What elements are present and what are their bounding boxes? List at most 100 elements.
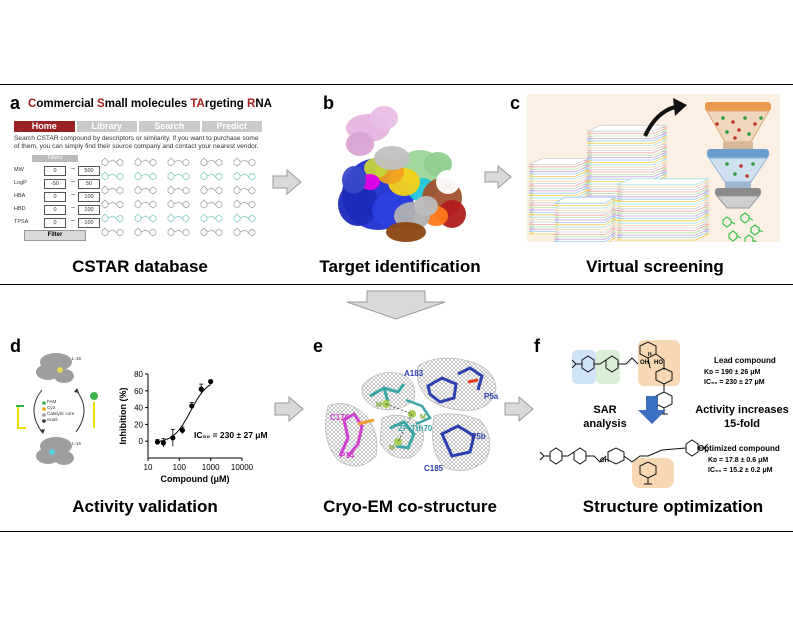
h-label: H [648, 352, 652, 358]
title-part: R [247, 98, 256, 110]
legend-exotil: exotil [47, 417, 58, 422]
filter-row-mw: MW 0 ~ 500 [14, 166, 104, 176]
arrow-right-icon [274, 396, 304, 422]
filter-row-hba: HBA 0 ~ 100 [14, 192, 104, 202]
caption-c: Virtual screening [586, 257, 724, 276]
tab-library[interactable]: Library [76, 121, 137, 132]
oh-label-3: OH [600, 458, 609, 464]
cstar-intro: Search CSTAR compound by descriptors or … [14, 135, 259, 150]
ribozyme-top [36, 353, 74, 383]
fit-curve [157, 384, 211, 443]
filter-label: HBD [14, 206, 26, 212]
filter-max-input[interactable]: 100 [78, 205, 100, 215]
lead-ic50: IC₅₀ = 230 ± 27 μM [704, 379, 765, 386]
panel-letter-d: d [10, 336, 21, 356]
y-axis-label: Inhibition (%) [118, 388, 128, 445]
tab-predict[interactable]: Predict [201, 121, 262, 132]
label-p5a: P5a [484, 392, 499, 401]
label-mg-2: M [420, 414, 426, 421]
label-top: L-16 [72, 356, 82, 361]
data-point [160, 440, 166, 446]
range-tilde: ~ [71, 179, 76, 186]
panel-letter-b: b [323, 93, 334, 113]
data-point [189, 403, 195, 409]
caption-e: Cryo-EM co-structure [323, 497, 497, 516]
filter-button[interactable]: Filter [24, 230, 86, 241]
filter-max-input[interactable]: 500 [78, 166, 100, 176]
x-tick-label: 10000 [231, 463, 254, 472]
range-tilde: ~ [71, 205, 76, 212]
arrow-right-icon [484, 165, 512, 189]
optimized-kd: Kᴅ = 17.8 ± 0.6 μM [708, 457, 769, 464]
filter-label: LogP [14, 180, 27, 186]
data-point [170, 435, 176, 441]
label-a183: A183 [404, 369, 424, 378]
cryo-em-density [325, 357, 497, 472]
filter-row-tpsa: TPSA 0 ~ 100 [14, 218, 104, 228]
oh-label-2: HO [654, 360, 663, 366]
cstar-tabs: Home Library Search Predict [14, 121, 262, 132]
title-part: mall molecules [104, 98, 191, 110]
label-zp-tth70: ZP-Tth70 [398, 424, 433, 433]
filter-min-input[interactable]: 0 [44, 166, 66, 176]
sar-line-1: SAR [593, 404, 617, 416]
ribozyme-bottom [36, 437, 74, 465]
filters-header: Filters [32, 155, 78, 162]
label-mg-1: M [376, 402, 382, 409]
range-tilde: ~ [71, 218, 76, 225]
title-part: TA [190, 98, 205, 110]
label-p5b: P5b [471, 432, 486, 441]
x-axis-label: Compound (μM) [161, 474, 230, 484]
tab-home[interactable]: Home [14, 121, 75, 132]
y-tick-label: 20 [134, 420, 143, 429]
y-tick-label: 60 [134, 387, 143, 396]
legend-catalytic-core: Catalytic core [47, 411, 75, 416]
filter-max-input[interactable]: 100 [78, 218, 100, 228]
filter-max-input[interactable]: 50 [78, 179, 100, 189]
tab-search[interactable]: Search [139, 121, 200, 132]
middle-rule [0, 284, 793, 285]
title-part: ommercial [36, 98, 98, 110]
caption-d: Activity validation [72, 497, 218, 516]
cstar-title: Commercial Small molecules TArgeting RNA [28, 98, 272, 110]
ic50-annotation: IC₅₀ = 230 ± 27 μM [194, 430, 268, 440]
lead-kd: Kᴅ = 190 ± 26 μM [704, 369, 761, 376]
bottom-rule [0, 531, 793, 532]
x-tick-label: 100 [173, 463, 187, 472]
title-part: rgeting [204, 98, 248, 110]
activity-line-1: Activity increases [695, 404, 789, 416]
label-c170: C170 [330, 413, 350, 422]
down-arrow-icon [638, 396, 666, 424]
sar-line-2: analysis [583, 418, 627, 430]
y-tick-label: 80 [134, 370, 143, 379]
activity-line-2: 15-fold [723, 418, 761, 430]
filter-min-input[interactable]: -50 [44, 179, 66, 189]
label-mg-3: M [389, 445, 395, 452]
x-tick-label: 10 [144, 463, 153, 472]
filter-label: HBA [14, 193, 26, 199]
ribosome-structure [338, 106, 466, 242]
sar-structures [539, 340, 709, 488]
y-tick-label: 40 [134, 404, 143, 413]
filter-label: TPSA [14, 219, 29, 225]
filter-min-input[interactable]: 0 [44, 218, 66, 228]
title-part: NA [255, 98, 272, 110]
filter-row-hbd: HBD 0 ~ 100 [14, 205, 104, 215]
panel-letter-c: c [510, 93, 521, 113]
y-tick-label: 0 [139, 437, 144, 446]
caption-f: Structure optimization [582, 497, 764, 516]
title-part: S [97, 98, 105, 110]
filter-min-input[interactable]: 0 [44, 205, 66, 215]
filter-label: MW [14, 167, 24, 173]
filter-max-input[interactable]: 100 [78, 192, 100, 202]
label-c185: C185 [424, 464, 444, 473]
filter-min-input[interactable]: 0 [44, 192, 66, 202]
data-point [198, 386, 204, 392]
arrow-right-icon [504, 396, 534, 422]
caption-b: Target identification [319, 257, 481, 276]
arrow-right-icon [272, 169, 302, 195]
compound-library-stacks [528, 98, 771, 242]
range-tilde: ~ [71, 192, 76, 199]
label-p14: P14 [340, 451, 355, 460]
